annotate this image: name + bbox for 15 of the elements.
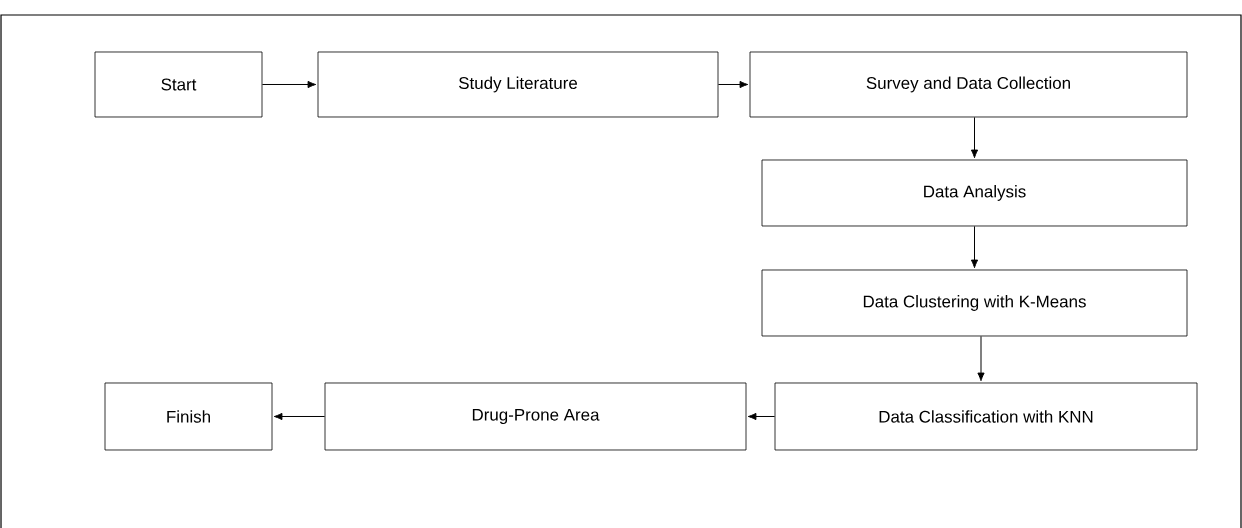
arrow bbox=[970, 225, 979, 269]
arrow bbox=[273, 412, 326, 421]
process-box: Data Classification with KNN bbox=[774, 382, 1198, 451]
process-box: Drug-Prone Area bbox=[324, 382, 747, 451]
process-box: Data Analysis bbox=[761, 159, 1188, 227]
process-box: Survey and Data Collection bbox=[749, 51, 1188, 118]
process-box: Data Clustering with K-Means bbox=[761, 269, 1188, 337]
arrow bbox=[717, 80, 749, 89]
arrow bbox=[977, 335, 985, 382]
arrow bbox=[970, 116, 979, 159]
process-box: Study Literature bbox=[317, 51, 719, 118]
process-box: Finish bbox=[104, 382, 273, 451]
arrow bbox=[747, 412, 776, 421]
arrow bbox=[261, 80, 317, 89]
process-box: Start bbox=[94, 51, 263, 118]
